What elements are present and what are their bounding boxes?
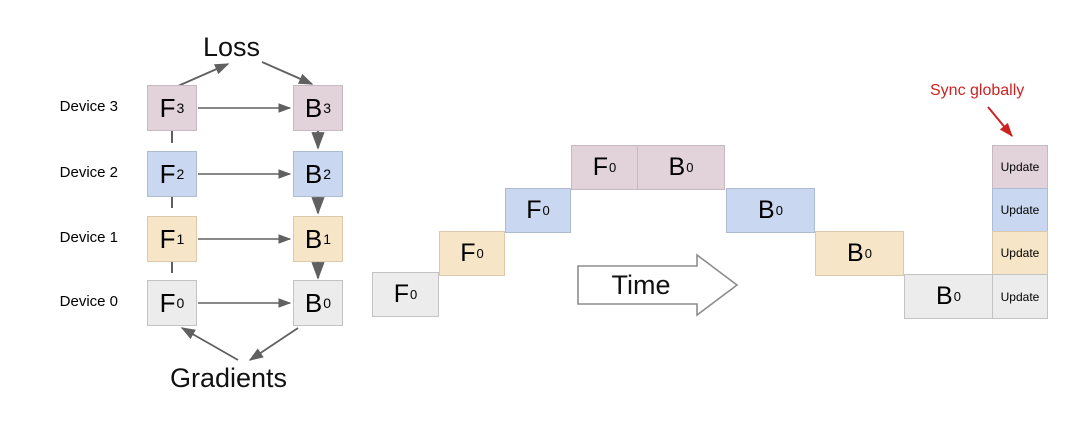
block-index: 0 [686, 160, 694, 175]
gradients-label: Gradients [170, 363, 288, 393]
timeline-update-block-device3: Update [992, 145, 1048, 189]
node-index: 3 [176, 100, 185, 116]
block-letter: F [526, 196, 542, 224]
block-index: 0 [542, 203, 550, 218]
block-index: 0 [609, 160, 617, 175]
device-label-3: Device 3 [59, 98, 118, 115]
device-label-0: Device 0 [59, 293, 118, 310]
loss-label: Loss [203, 32, 261, 62]
node-letter: F [159, 288, 176, 318]
sync-globally-label: Sync globally [930, 82, 1025, 99]
block-letter: F [592, 153, 609, 181]
block-index: 0 [864, 246, 872, 261]
timeline-update-block-device2: Update [992, 188, 1048, 232]
block-letter: B [758, 196, 775, 224]
block-index: 0 [410, 287, 418, 302]
timeline-update-block-device0: Update [992, 274, 1048, 319]
node-index: 2 [323, 166, 332, 182]
device-label-1: Device 1 [59, 229, 118, 246]
node-index: 2 [176, 166, 185, 182]
timeline-update-block-device1: Update [992, 231, 1048, 275]
block-index: 0 [476, 246, 484, 261]
node-index: 0 [176, 295, 185, 311]
block-letter: B [936, 282, 953, 310]
block-letter: B [847, 239, 864, 267]
time-arrow-shape [577, 253, 739, 317]
node-letter: B [304, 288, 323, 318]
node-letter: F [159, 93, 176, 123]
node-index: 3 [323, 100, 332, 116]
block-index: 0 [953, 289, 961, 304]
node-letter: B [304, 93, 323, 123]
node-index: 1 [323, 231, 332, 247]
time-arrow: Time [575, 252, 740, 318]
node-index: 0 [323, 295, 332, 311]
block-index: 0 [775, 203, 783, 218]
node-index: 1 [176, 231, 185, 247]
node-letter: F [159, 159, 176, 189]
time-arrow-label: Time [611, 269, 671, 300]
node-letter: B [304, 159, 323, 189]
node-letter: B [304, 224, 323, 254]
node-letter: F [159, 224, 176, 254]
block-letter: B [668, 153, 686, 181]
block-letter: F [460, 239, 476, 267]
block-letter: F [393, 280, 410, 308]
device-label-2: Device 2 [59, 164, 118, 181]
